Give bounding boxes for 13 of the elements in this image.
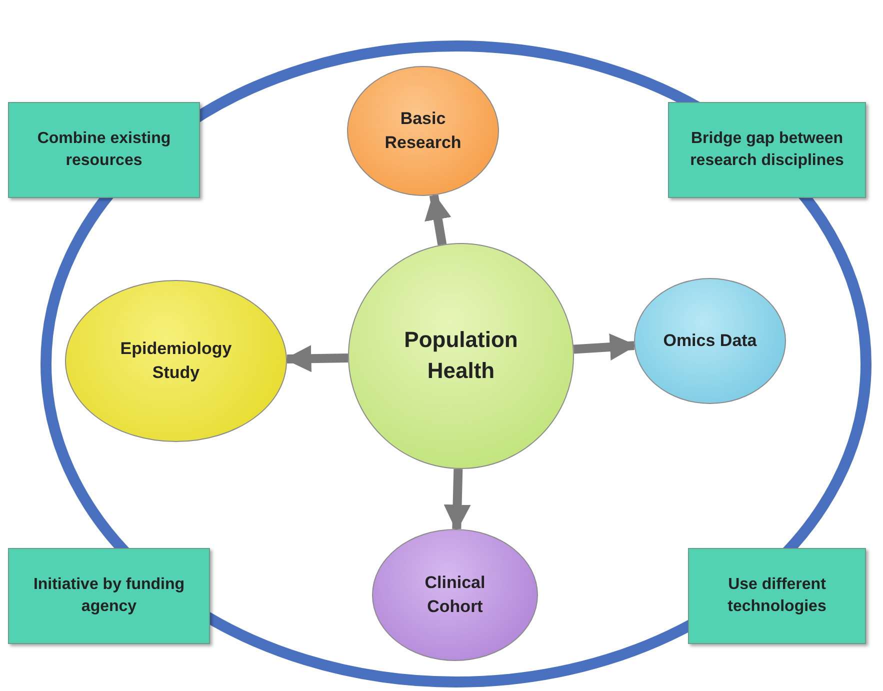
topic-ellipse: Omics Data: [634, 278, 786, 404]
note-box: Bridge gap between research disciplines: [668, 102, 866, 198]
arrow: [424, 192, 452, 246]
arrow: [574, 334, 637, 360]
topic-ellipse: Basic Research: [347, 66, 499, 196]
note-box: Initiative by funding agency: [8, 548, 210, 644]
arrow: [284, 345, 348, 372]
note-box: Combine existing resources: [8, 102, 200, 198]
note-box: Use different technologies: [688, 548, 866, 644]
arrow: [444, 468, 471, 532]
topic-circle: Population Health: [348, 243, 574, 469]
topic-ellipse: Clinical Cohort: [372, 529, 538, 661]
topic-ellipse: Epidemiology Study: [65, 280, 287, 442]
